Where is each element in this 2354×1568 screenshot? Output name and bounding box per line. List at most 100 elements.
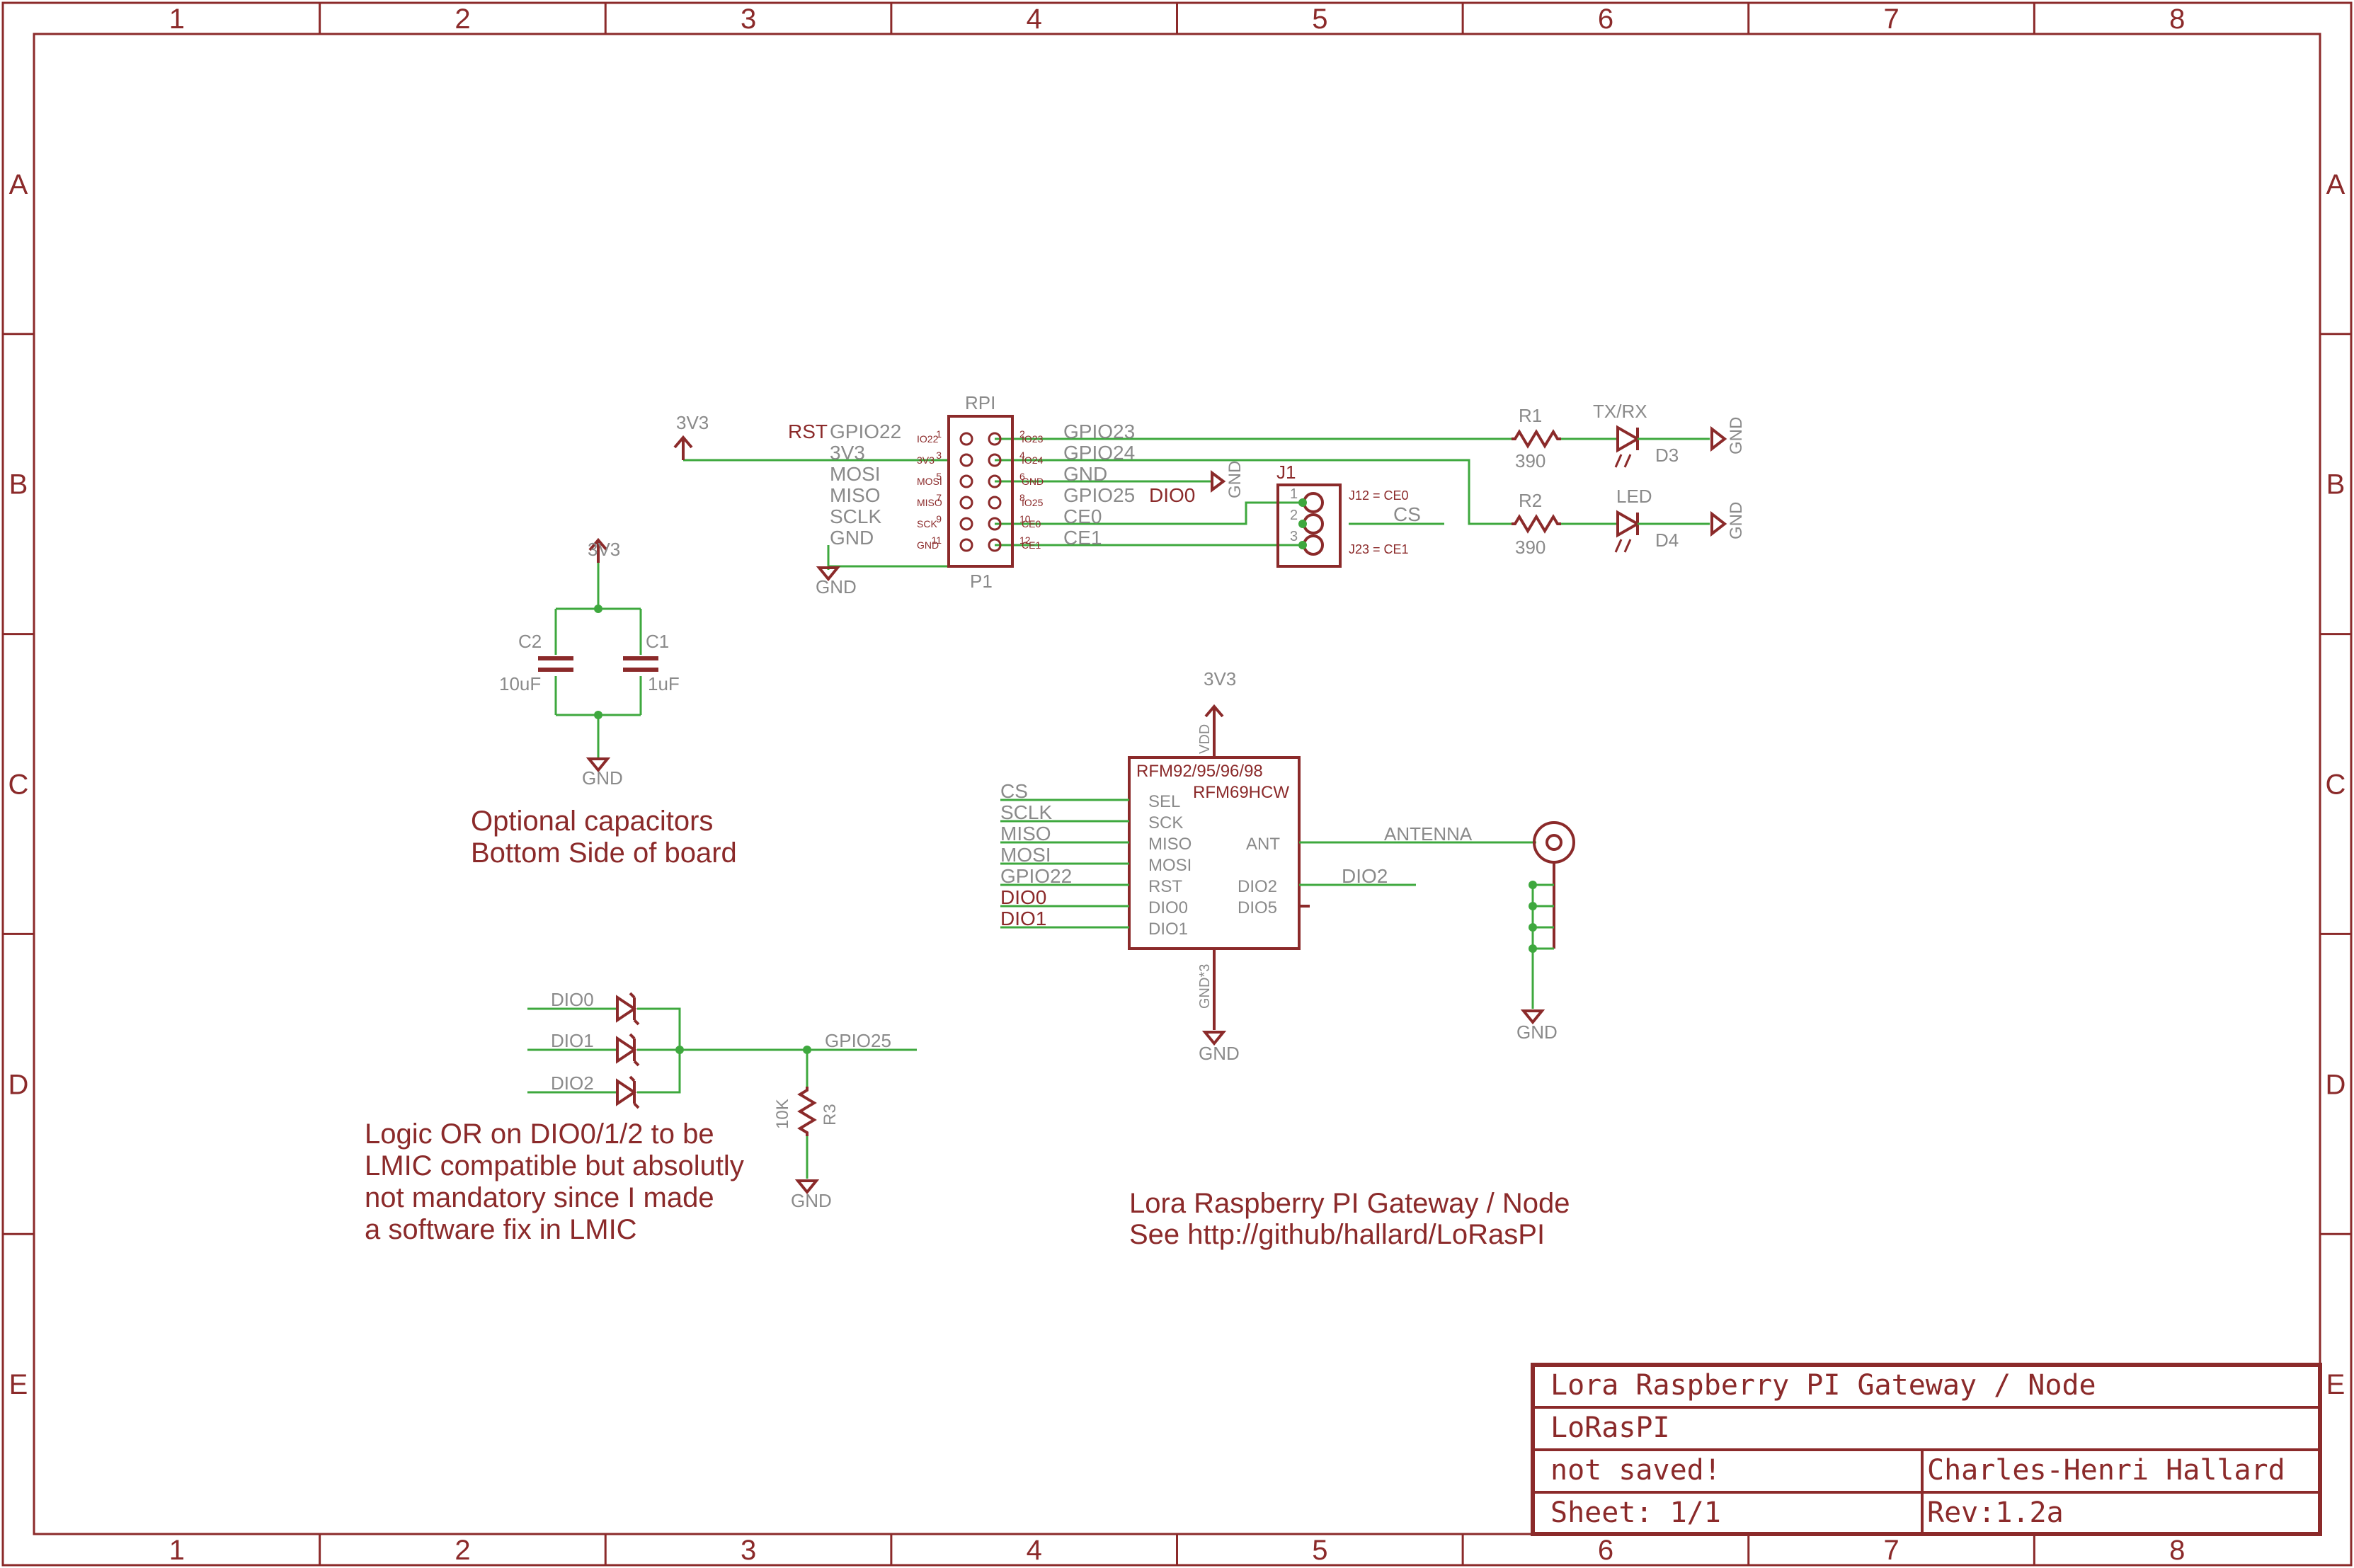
or-input-dio0: DIO0 — [551, 989, 594, 1010]
frame-column-label: 4 — [1027, 4, 1042, 35]
rfm-pin-sck: SCK — [1148, 813, 1183, 832]
rpi-supply-label: 3V3 — [676, 412, 709, 433]
logic-or-circuit: DIO0 DIO1 DIO2 GPIO25 10K R3 GND — [527, 989, 917, 1211]
frame-row-label: C — [8, 769, 29, 801]
d4-gnd: GND — [1727, 502, 1746, 539]
rpi-header-pin — [988, 432, 1002, 446]
row-dividers — [3, 333, 2351, 1235]
note-project-line2: See http://github/hallard/LoRasPI — [1129, 1219, 1545, 1250]
frame-row-label: E — [2326, 1369, 2346, 1400]
rpi-header-pin — [959, 496, 973, 510]
frame-row-label: B — [9, 469, 28, 500]
rpi-right-label-ce0: CE0 — [1063, 505, 1102, 527]
rfm-supply-label: 3V3 — [1204, 668, 1236, 689]
rfm-module: 3V3 VDD RFM92/95/96/98 RFM69HCW GND*3 GN… — [1000, 668, 1575, 1064]
frame-column-label: 8 — [2169, 4, 2185, 35]
rfm-net-antenna: ANTENNA — [1384, 823, 1473, 845]
frame-column-label: 1 — [169, 4, 185, 35]
rfm-pin-dio1: DIO1 — [1148, 920, 1188, 939]
rpi-left-label-sclk: SCLK — [830, 505, 881, 527]
frame-column-label: 6 — [1598, 1535, 1613, 1566]
d3-ref: D3 — [1655, 445, 1679, 466]
rfm-pin-dio5: DIO5 — [1238, 898, 1277, 917]
c2-value: 10uF — [499, 673, 541, 694]
rpi-header-pin — [988, 517, 1002, 531]
rfm-pin-ant: ANT — [1246, 835, 1280, 854]
rpi-gnd-rotated-label: GND — [1225, 461, 1245, 498]
rpi-pin-name: GND — [917, 539, 939, 551]
d3-gnd: GND — [1727, 417, 1746, 454]
rpi-header-pin — [959, 517, 973, 531]
rpi-pin-number: 8 — [1019, 492, 1025, 503]
rfm-net-dio0: DIO0 — [1000, 886, 1046, 908]
note-or-line2: LMIC compatible but absolutly — [365, 1150, 744, 1181]
title-block-status: not saved! — [1550, 1454, 1721, 1487]
rpi-pin-number: 2 — [1019, 428, 1025, 440]
rpi-pin-number: 4 — [1019, 450, 1025, 461]
r1-value: 390 — [1515, 450, 1545, 471]
frame-column-label: 1 — [169, 1535, 185, 1566]
rfm-name-2: RFM69HCW — [1193, 783, 1289, 802]
frame-column-label: 2 — [455, 4, 470, 35]
rpi-pin-name: IO24 — [1022, 454, 1044, 466]
rpi-pin-name: CE1 — [1022, 539, 1041, 551]
rpi-header-pin — [988, 474, 1002, 488]
rpi-pin-number: 12 — [1019, 534, 1031, 546]
rpi-name: RPI — [965, 392, 995, 413]
rpi-pin-name: 3V3 — [917, 454, 935, 466]
jumper-pin-2: 2 — [1290, 508, 1298, 523]
frame-row-label: A — [2326, 169, 2346, 200]
rpi-right-label-gpio24: GPIO24 — [1063, 442, 1135, 464]
frame-column-label: 4 — [1027, 1535, 1042, 1566]
d4-label: LED — [1616, 486, 1652, 507]
rpi-right-label-ce1: CE1 — [1063, 527, 1102, 549]
ant-gnd-label: GND — [1516, 1022, 1558, 1043]
note-project-line1: Lora Raspberry PI Gateway / Node — [1129, 1188, 1570, 1219]
rpi-pin-number: 7 — [936, 492, 942, 503]
title-block-project: LoRasPI — [1550, 1412, 1670, 1444]
rpi-pin-name: GND — [1022, 476, 1044, 487]
jumper-pin-1: 1 — [1290, 486, 1298, 502]
rpi-pin-number: 6 — [1019, 471, 1025, 482]
rfm-net-dio1: DIO1 — [1000, 908, 1046, 929]
rfm-pin-mosi: MOSI — [1148, 856, 1192, 875]
frame-row-label: E — [9, 1369, 28, 1400]
or-input-dio1: DIO1 — [551, 1030, 594, 1051]
rpi-header-pin — [959, 432, 973, 446]
frame-column-label: 6 — [1598, 4, 1613, 35]
note-caps-line2: Bottom Side of board — [471, 837, 737, 869]
title-block: Lora Raspberry PI Gateway / Node LoRasPI… — [1531, 1363, 2322, 1536]
rfm-net-gpio22: GPIO22 — [1000, 865, 1072, 887]
rpi-right-label-dio0: DIO0 — [1149, 484, 1195, 506]
rpi-pin-name: IO23 — [1022, 433, 1044, 445]
jumper-note-bottom: J23 = CE1 — [1349, 542, 1409, 556]
c1-value: 1uF — [648, 673, 680, 694]
r3-gnd-label: GND — [791, 1190, 832, 1211]
title-block-rev: Rev:1.2a — [1927, 1497, 2064, 1529]
rpi-ref: P1 — [970, 571, 993, 592]
frame-row-label: D — [8, 1069, 29, 1100]
rfm-pin-rst: RST — [1148, 877, 1182, 896]
rpi-header-pin — [988, 538, 1002, 552]
r3-value: 10K — [773, 1099, 792, 1129]
rpi-header-pin — [959, 474, 973, 488]
jumper-j1: J1 1 2 3 J12 = CE0 J23 = CE1 CS — [1276, 462, 1421, 568]
rfm-net-cs: CS — [1000, 780, 1028, 802]
title-block-author: Charles-Henri Hallard — [1927, 1454, 2285, 1487]
frame-column-label: 5 — [1312, 4, 1327, 35]
or-output-gpio25: GPIO25 — [825, 1030, 891, 1051]
note-or-line1: Logic OR on DIO0/1/2 to be — [365, 1118, 714, 1150]
r2-value: 390 — [1515, 537, 1545, 558]
rpi-pin-number: 10 — [1019, 513, 1031, 525]
led-indicators: R1 390 TX/RX D3 GND R2 390 LED D4 GND — [1512, 401, 1746, 558]
rfm-gnd-label: GND — [1199, 1043, 1240, 1064]
rpi-pin-name: IO22 — [917, 433, 939, 445]
rpi-pin-number: 5 — [936, 471, 942, 482]
rpi-left-label-3v3: 3V3 — [830, 442, 865, 464]
frame-column-label: 3 — [741, 1535, 756, 1566]
note-caps-line1: Optional capacitors — [471, 806, 713, 837]
